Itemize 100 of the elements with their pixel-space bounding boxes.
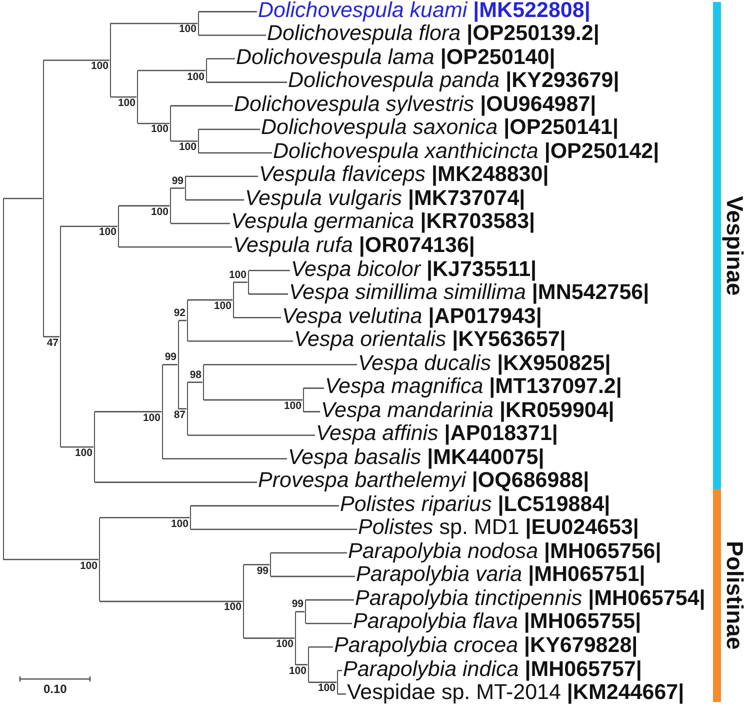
tree-branch — [162, 364, 178, 366]
taxon-label: Parapolybia indica |MH065757| — [342, 658, 642, 680]
taxon-label: Polistes riparius |LC519884| — [339, 492, 610, 515]
bootstrap-value: 100 — [214, 300, 232, 312]
taxon-label: Vespula flaviceps |MK248830| — [258, 163, 549, 186]
tree-branch — [308, 682, 336, 683]
taxon-label: Dolichovespula flora |OP250139.2| — [266, 22, 600, 44]
tree-branch — [178, 408, 186, 410]
junction-line — [2, 198, 4, 560]
bootstrap-value: 100 — [74, 448, 92, 459]
taxon-label: Vespidae sp. MT-2014 |KM244667| — [346, 681, 684, 704]
tree-branch — [296, 611, 304, 612]
tree-branch — [206, 58, 235, 60]
tree-branch — [100, 516, 190, 518]
tree-branch — [338, 670, 342, 672]
tree-branch — [170, 105, 233, 106]
tree-branch — [188, 434, 315, 436]
tree-branch — [188, 340, 293, 342]
tree-branch — [188, 382, 202, 383]
tree-branch — [94, 482, 257, 483]
tree-branch — [206, 82, 287, 83]
taxon-label: Dolichovespula xanthicincta |OP250142| — [272, 140, 660, 162]
bootstrap-value: 87 — [174, 410, 186, 421]
tree-branch — [4, 198, 42, 200]
tree-branch — [170, 140, 198, 142]
taxon-label: Vespula vulgaris |MK737074| — [244, 186, 526, 209]
tree-branch — [198, 128, 260, 130]
tree-branch — [60, 446, 94, 448]
taxon-label: Dolichovespula panda |KY293679| — [287, 69, 620, 92]
taxon-label: Polistes sp. MD1 |EU024653| — [357, 516, 639, 538]
bootstrap-value: 99 — [256, 566, 268, 577]
tree-branch — [110, 22, 198, 24]
tree-branch — [118, 246, 232, 248]
tree-branch — [138, 70, 206, 72]
bootstrap-value: 100 — [186, 72, 204, 83]
tree-branch — [188, 299, 232, 301]
tree-branch — [304, 411, 320, 412]
bootstrap-value: 99 — [164, 352, 176, 364]
junction-line — [184, 176, 186, 200]
tree-branch — [198, 152, 272, 154]
taxon-label: Provespa barthelemyi |OQ686988| — [257, 469, 590, 492]
taxon-label: Vespa velutina |AP017943| — [281, 304, 542, 327]
taxon-label: Dolichovespula kuami |MK522808| — [257, 0, 590, 21]
bootstrap-value: 100 — [118, 98, 136, 109]
tree-branch — [306, 599, 354, 601]
tree-branch — [100, 600, 242, 602]
tree-branch — [198, 11, 257, 12]
bootstrap-value: 99 — [292, 599, 304, 610]
taxon-label: Vespa bicolor |KJ735511| — [290, 258, 537, 280]
bootstrap-value: 100 — [90, 61, 108, 72]
bootstrap-value: 47 — [46, 338, 58, 349]
tree-branch — [44, 60, 110, 61]
tree-branch — [4, 558, 98, 560]
tree-branch — [186, 199, 244, 201]
tree-branch — [190, 528, 357, 530]
junction-line — [336, 670, 338, 694]
taxon-label: Parapolybia tinctipennis |MH065754| — [354, 586, 706, 609]
junction-line — [242, 564, 244, 638]
taxon-label: Dolichovespula saxonica |OP250141| — [260, 116, 618, 138]
bootstrap-value: 100 — [150, 206, 168, 218]
bootstrap-value: 100 — [80, 560, 98, 572]
tree-branch — [118, 205, 170, 206]
taxon-label: Vespa basalis |MK440075| — [287, 446, 544, 468]
taxon-label: Parapolybia crocea |KY679828| — [333, 634, 638, 656]
tree-branch — [248, 293, 288, 295]
bootstrap-value: 98 — [190, 370, 202, 381]
junction-line — [186, 300, 188, 342]
bootstrap-value: 99 — [172, 176, 184, 187]
bootstrap-value: 100 — [170, 518, 188, 530]
tree-branch — [60, 226, 118, 228]
bootstrap-value: 100 — [224, 602, 242, 614]
bootstrap-value: 100 — [288, 666, 306, 677]
junction-line — [232, 282, 234, 318]
taxon-label: Parapolybia varia |MH065751| — [355, 563, 646, 586]
tree-branch — [306, 622, 352, 624]
tree-branch — [198, 34, 266, 36]
taxon-label: Dolichovespula lama |OP250140| — [235, 46, 556, 68]
junction-line — [304, 600, 306, 624]
tree-branch — [170, 222, 230, 224]
taxon-label: Vespa affinis |AP018371| — [315, 422, 558, 444]
clade-label: Polistinae — [725, 541, 745, 650]
bootstrap-value: 100 — [276, 639, 294, 650]
tree-branch — [270, 576, 355, 578]
bootstrap-value: 92 — [174, 308, 186, 320]
tree-branch — [190, 505, 339, 506]
tree-branch — [204, 399, 302, 401]
tree-branch — [270, 552, 347, 554]
tree-branch — [204, 364, 357, 366]
scale-label: 0.10 — [44, 683, 67, 695]
bootstrap-value: 100 — [178, 24, 196, 36]
tree-branch — [244, 564, 270, 566]
bootstrap-value: 100 — [228, 270, 246, 281]
taxon-label: Vespa mandarinia |KR059904| — [320, 398, 614, 421]
tree-branch — [44, 336, 60, 338]
tree-branch — [244, 638, 294, 639]
tree-branch — [234, 316, 281, 318]
taxon-label: Parapolybia nodosa |MH065756| — [347, 540, 662, 562]
junction-line — [42, 60, 44, 337]
junction-line — [186, 382, 188, 436]
taxon-label: Vespula rufa |OR074136| — [232, 234, 475, 256]
